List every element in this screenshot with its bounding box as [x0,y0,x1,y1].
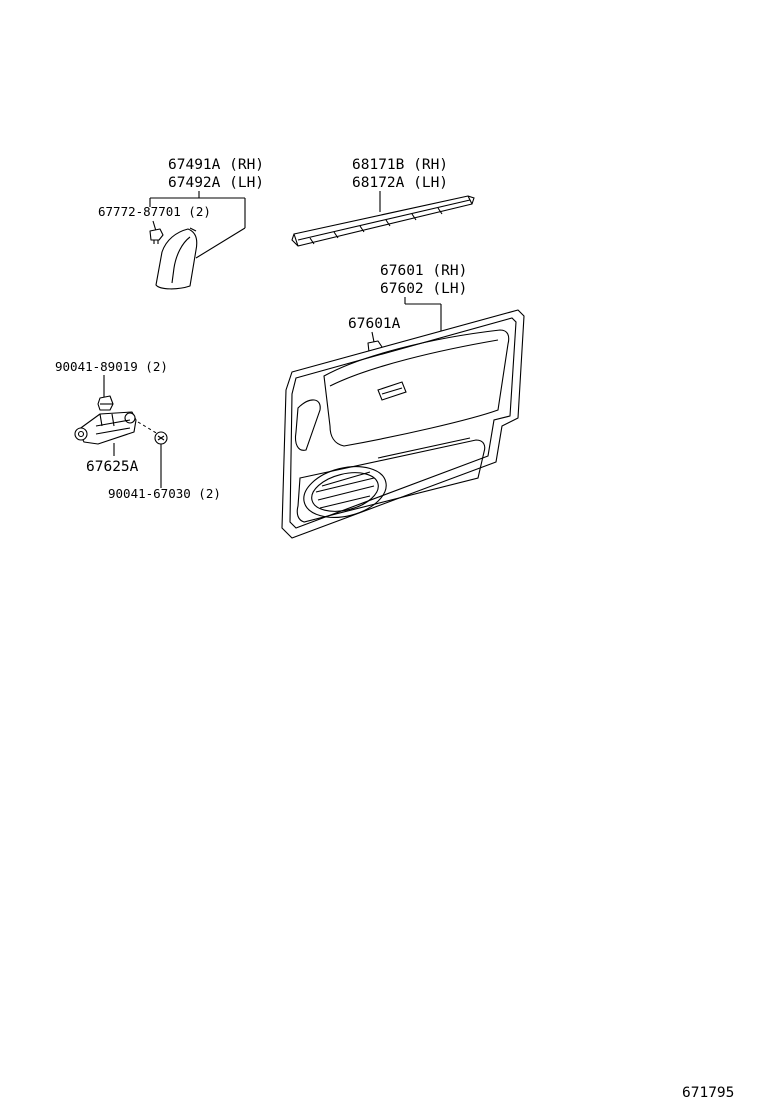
label-bracket: 67625A [86,459,139,475]
bracket-to-screw-dash [137,421,159,435]
figure-code: 671795 [682,1085,734,1101]
leader-garnish [149,191,246,259]
leader-garnish-clip [152,220,157,232]
label-trim-board-rh: 67601 (RH) [380,263,467,279]
screw-b-part [154,431,168,445]
leader-trim-board [404,297,442,331]
screw-a-part [97,395,114,411]
label-garnish-lh: 67492A (LH) [168,175,264,191]
label-trim-board-lh: 67602 (LH) [380,281,467,297]
bracket-part [74,411,137,445]
leader-trim-clip [371,331,375,343]
label-screw-b: 90041-67030 (2) [108,486,221,501]
label-garnish-clip: 67772-87701 (2) [98,204,211,219]
door-garnish-part [155,227,198,290]
door-trim-board-part [281,309,525,539]
label-trim-clip: 67601A [348,316,401,332]
label-weatherstrip-lh: 68172A (LH) [352,175,448,191]
label-screw-a: 90041-89019 (2) [55,359,168,374]
label-garnish-rh: 67491A (RH) [168,157,264,173]
label-weatherstrip-rh: 68171B (RH) [352,157,448,173]
weatherstrip-part [291,195,475,247]
garnish-clip-part [149,228,164,244]
